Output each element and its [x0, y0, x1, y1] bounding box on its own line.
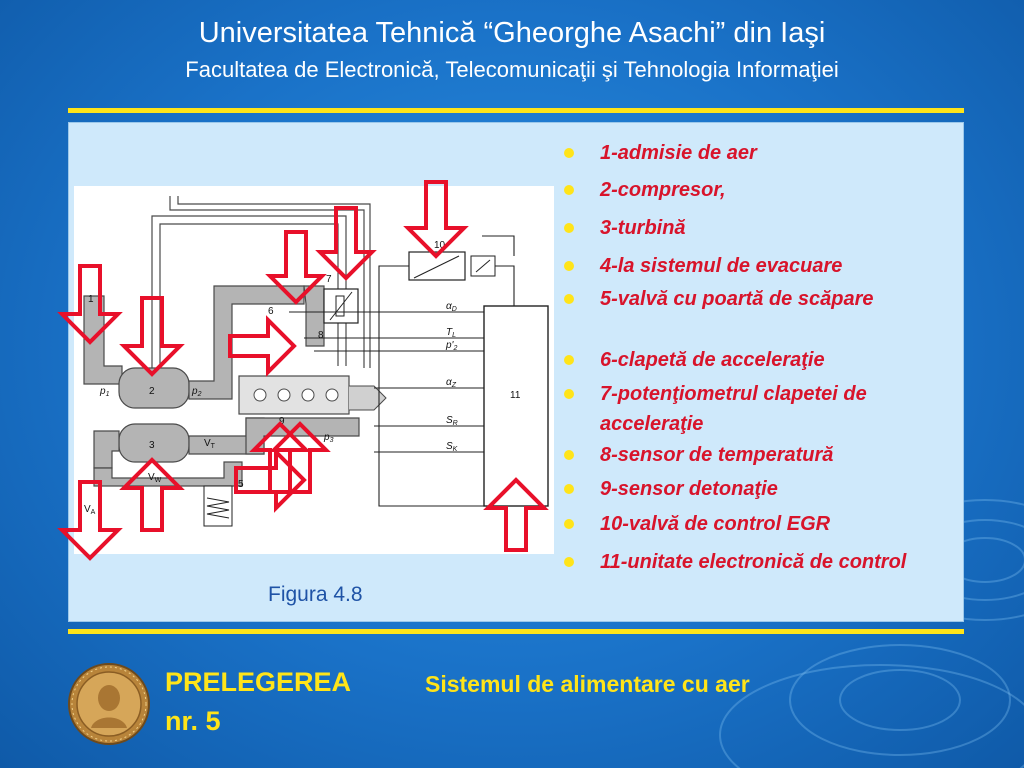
label-8: 8 [318, 330, 324, 341]
legend-text: 5-valvă cu poartă de scăpare [600, 288, 874, 310]
legend-item: 3-turbină [560, 213, 952, 243]
label-alpha-d: αD [446, 301, 457, 313]
legend-text: 11-unitate electronică de control [600, 551, 907, 573]
legend-text: 10-valvă de control EGR [600, 513, 831, 535]
label-vt: VT [204, 438, 216, 450]
arrow-down-1 [57, 264, 123, 345]
legend-item: 2-compresor, [560, 175, 952, 205]
label-vw: VW [148, 472, 162, 484]
label-tl: TL [446, 327, 456, 339]
arrow-down-4 [57, 480, 123, 561]
arrow-up-3 [119, 457, 185, 532]
legend-item: 1-admisie de aer [560, 138, 952, 168]
figure-caption: Figura 4.8 [268, 583, 363, 606]
label-p2-prime: p'2 [445, 340, 457, 352]
label-9: 9 [279, 416, 285, 427]
legend-text: 8-sensor de temperatură [600, 444, 834, 466]
bullet-icon [564, 519, 574, 529]
label-va: VA [84, 504, 96, 516]
legend-item: 9-sensor detonaţie [560, 474, 952, 504]
label-alpha-z: αZ [446, 377, 457, 389]
legend-item: 6-clapetă de acceleraţie [560, 345, 952, 375]
label-1: 1 [88, 294, 94, 305]
legend-text: 1-admisie de aer [600, 142, 757, 164]
arrow-down-2 [119, 296, 185, 377]
lecture-number: nr. 5 [165, 706, 221, 736]
arrow-right-8 [228, 315, 297, 377]
legend-item: 10-valvă de control EGR [560, 509, 952, 539]
label-11: 11 [510, 390, 521, 401]
legend-item: 7-potenţiometrul clapetei de acceleraţie [560, 379, 952, 439]
label-7: 7 [326, 274, 332, 285]
bullet-icon [564, 450, 574, 460]
bottom-divider [68, 629, 964, 634]
label-2: 2 [149, 386, 155, 397]
bullet-icon [564, 185, 574, 195]
legend-text: 6-clapetă de acceleraţie [600, 349, 825, 371]
bullet-icon [564, 223, 574, 233]
label-3: 3 [149, 440, 155, 451]
top-divider [68, 108, 964, 113]
university-medal-logo [68, 663, 150, 745]
legend-item: 11-unitate electronică de control [560, 547, 952, 577]
legend-text: 7-potenţiometrul clapetei de acceleraţie [600, 383, 867, 435]
arrow-down-10 [403, 180, 469, 259]
label-6: 6 [268, 306, 274, 317]
legend-text: 9-sensor detonaţie [600, 478, 778, 500]
legend-text: 2-compresor, [600, 179, 726, 201]
bullet-icon [564, 557, 574, 567]
university-title: Universitatea Tehnică “Gheorghe Asachi” … [198, 17, 826, 49]
bullet-icon [564, 294, 574, 304]
arrow-down-6b [315, 206, 377, 281]
lecture-topic: Sistemul de alimentare cu aer [425, 671, 750, 697]
arrow-down-6a [265, 230, 327, 305]
arrow-up-9b [269, 421, 331, 494]
bullet-icon [564, 148, 574, 158]
label-sr: SR [446, 415, 458, 427]
label-p1: p1 [99, 386, 110, 398]
label-sk: SK [446, 441, 458, 453]
label-10: 10 [434, 240, 446, 251]
bullet-icon [564, 355, 574, 365]
legend-item: 4-la sistemul de evacuare [560, 251, 952, 281]
bullet-icon [564, 261, 574, 271]
label-5: 5 [238, 479, 244, 490]
bullet-icon [564, 484, 574, 494]
legend-item: 5-valvă cu poartă de scăpare [560, 284, 952, 314]
label-p3: p3 [323, 432, 334, 444]
legend-item: 8-sensor de temperatură [560, 440, 952, 470]
lecture-label: PRELEGEREA [165, 667, 352, 697]
bullet-icon [564, 389, 574, 399]
legend-text: 3-turbină [600, 217, 686, 239]
label-p2: p2 [191, 386, 202, 398]
faculty-title: Facultatea de Electronică, Telecomunicaţ… [185, 57, 839, 82]
legend-text: 4-la sistemul de evacuare [600, 255, 843, 277]
arrow-up-11 [483, 477, 549, 552]
